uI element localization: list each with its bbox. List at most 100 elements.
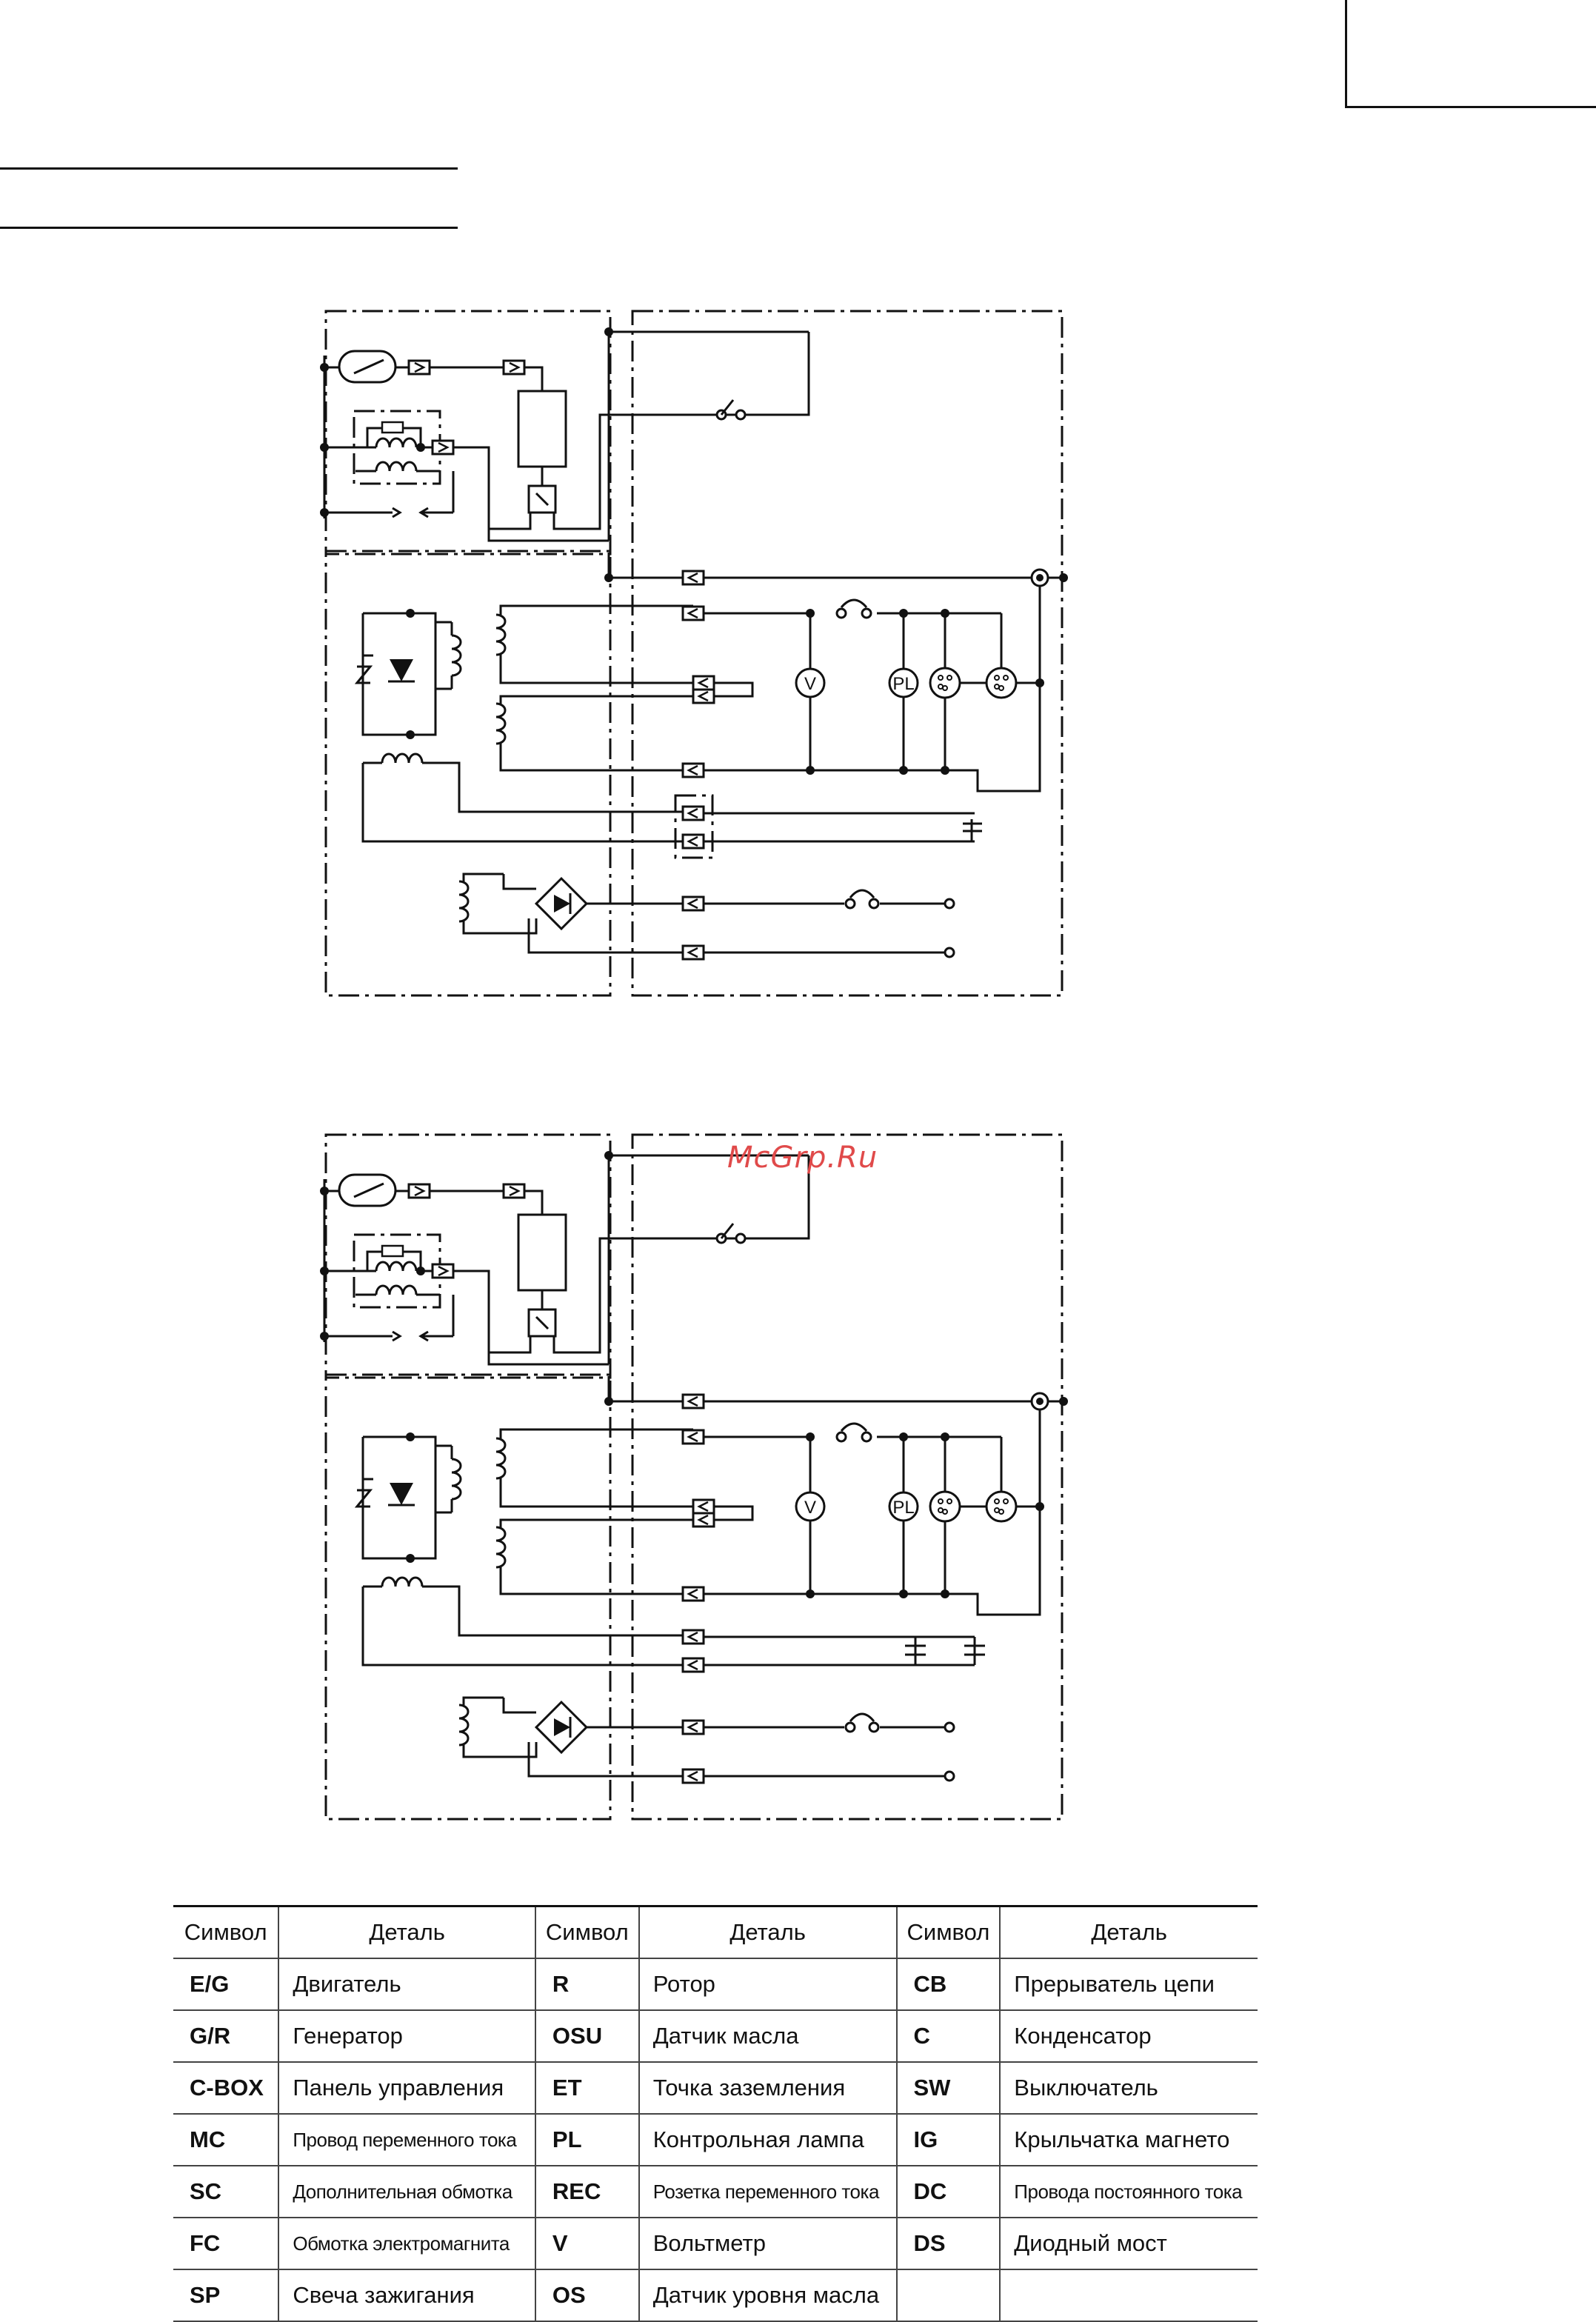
arrow	[418, 507, 429, 518]
connector-arrow	[509, 361, 521, 373]
terminal	[844, 898, 856, 910]
connector	[692, 1512, 715, 1528]
circuit-breaker	[840, 1422, 868, 1432]
diode-bridge-arrow	[554, 1718, 570, 1736]
legend-detail: Крыльчатка магнето	[999, 2114, 1258, 2166]
junction-dot	[406, 1432, 415, 1441]
legend-symbol: DC	[895, 2166, 1001, 2218]
legend-symbol: V	[534, 2218, 639, 2270]
wire	[403, 1250, 422, 1271]
header-rule-2	[0, 227, 458, 229]
connector	[502, 359, 526, 376]
connector-arrow	[697, 690, 709, 702]
connector-arrow	[687, 1721, 698, 1733]
ac-receptacle-2-pin	[994, 1507, 1000, 1513]
spark-plug	[527, 484, 557, 514]
junction-dot	[1059, 1397, 1068, 1406]
legend-table: Символ Деталь Символ Деталь Символ Детал…	[173, 1905, 1258, 2322]
legend-symbol: CB	[895, 1958, 1001, 2011]
ac-receptacle-2-pin	[1003, 675, 1009, 681]
connector	[407, 359, 431, 376]
terminal	[944, 1721, 955, 1733]
ignition-coil	[517, 1213, 567, 1292]
junction-dot	[1059, 573, 1068, 582]
legend-symbol: R	[534, 1958, 639, 2011]
legend-detail	[999, 2269, 1258, 2322]
dc-breaker	[849, 889, 875, 898]
wire	[741, 332, 810, 416]
wire	[499, 655, 693, 684]
wire	[487, 529, 609, 542]
legend-symbol: OS	[534, 2269, 639, 2322]
regulator-coil-2	[375, 461, 418, 472]
wire	[462, 873, 504, 881]
legend-symbol: ET	[534, 2062, 639, 2115]
terminal	[868, 1721, 880, 1733]
arrow	[392, 507, 402, 518]
connector	[681, 833, 705, 850]
connector-arrow	[687, 1588, 698, 1600]
stop-switch	[720, 399, 735, 416]
legend-symbol: E/G	[173, 1958, 279, 2011]
connector-arrow	[697, 677, 709, 689]
engine-box	[324, 1133, 612, 1379]
wire	[810, 711, 1041, 793]
resistor	[381, 1244, 404, 1258]
wire	[499, 604, 693, 615]
dc-coil	[458, 1704, 470, 1746]
legend-detail: Провод переменного тока	[278, 2114, 535, 2166]
connector	[431, 439, 455, 456]
pilot-lamp-label: PL	[892, 674, 914, 694]
connector-arrow	[687, 1395, 698, 1407]
diode-bridge	[534, 876, 589, 931]
wire	[499, 744, 693, 772]
legend-header: Деталь	[278, 1906, 535, 1959]
junction-dot	[406, 609, 415, 618]
zener	[354, 665, 373, 684]
connector-arrow	[687, 572, 698, 584]
pilot-lamp	[888, 1491, 919, 1522]
legend-symbol	[895, 2269, 1001, 2322]
terminal	[944, 898, 955, 910]
ac-receptacle-1-pin	[938, 684, 944, 690]
connector	[681, 1586, 705, 1602]
connector-arrow	[697, 1501, 709, 1512]
stop-switch-wire	[552, 413, 741, 530]
ac-receptacle-1-pin	[946, 1498, 952, 1504]
pilot-lamp-label: PL	[892, 1498, 914, 1518]
generator-box	[324, 550, 612, 997]
legend-symbol: IG	[895, 2114, 1001, 2166]
stop-switch	[720, 1223, 735, 1239]
connector	[681, 570, 705, 586]
legend-detail: Панель управления	[278, 2062, 535, 2115]
legend-symbol: G/R	[173, 2010, 279, 2063]
oil-sensor-switch	[353, 358, 384, 375]
dc-breaker	[849, 1712, 875, 1722]
connector-arrow	[414, 1185, 426, 1197]
legend-symbol: C-BOX	[173, 2062, 279, 2115]
terminal	[735, 1232, 747, 1244]
ac-receptacle-1	[929, 667, 961, 699]
main-coil-1	[495, 613, 507, 656]
terminal	[868, 898, 880, 910]
legend-detail: Ротор	[638, 1958, 897, 2011]
connector-arrow	[687, 835, 698, 847]
connector-arrow	[414, 361, 426, 373]
ac-receptacle-1-pin	[938, 675, 944, 681]
earth-terminal-core	[1036, 574, 1044, 581]
watermark: McGrp.Ru	[727, 1141, 878, 1175]
wire	[462, 1745, 504, 1758]
connector	[681, 1768, 705, 1784]
wire	[361, 1587, 693, 1667]
ac-receptacle-2-pin	[994, 675, 1000, 681]
terminal	[944, 1770, 955, 1782]
legend-symbol: OSU	[534, 2010, 639, 2063]
wire	[810, 1535, 1041, 1616]
wire	[741, 1155, 810, 1240]
legend-detail: Розетка переменного тока	[638, 2166, 897, 2218]
legend-detail: Контрольная лампа	[638, 2114, 897, 2166]
